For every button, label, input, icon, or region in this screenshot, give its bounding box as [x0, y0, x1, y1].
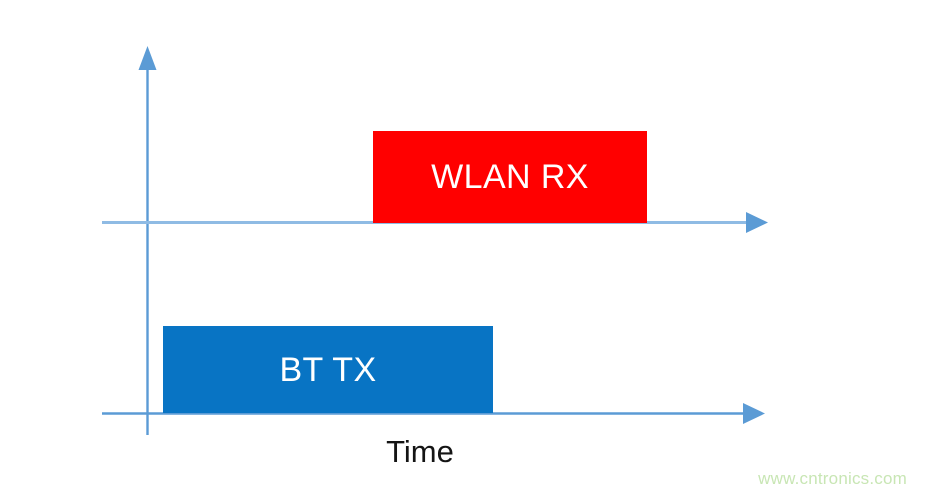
bt-tx-block: BT TX	[163, 326, 493, 413]
amplitude-axis-arrow-icon	[138, 46, 157, 70]
watermark-text: www.cntronics.com	[758, 469, 907, 488]
bt-timeline-arrow-icon	[743, 403, 765, 424]
time-axis-label: Time	[386, 434, 454, 469]
bt-tx-label: BT TX	[279, 350, 377, 389]
wlan-rx-label: WLAN RX	[431, 158, 589, 196]
wlan-rx-block: WLAN RX	[373, 131, 647, 223]
wlan-timeline-arrow-icon	[746, 212, 768, 233]
